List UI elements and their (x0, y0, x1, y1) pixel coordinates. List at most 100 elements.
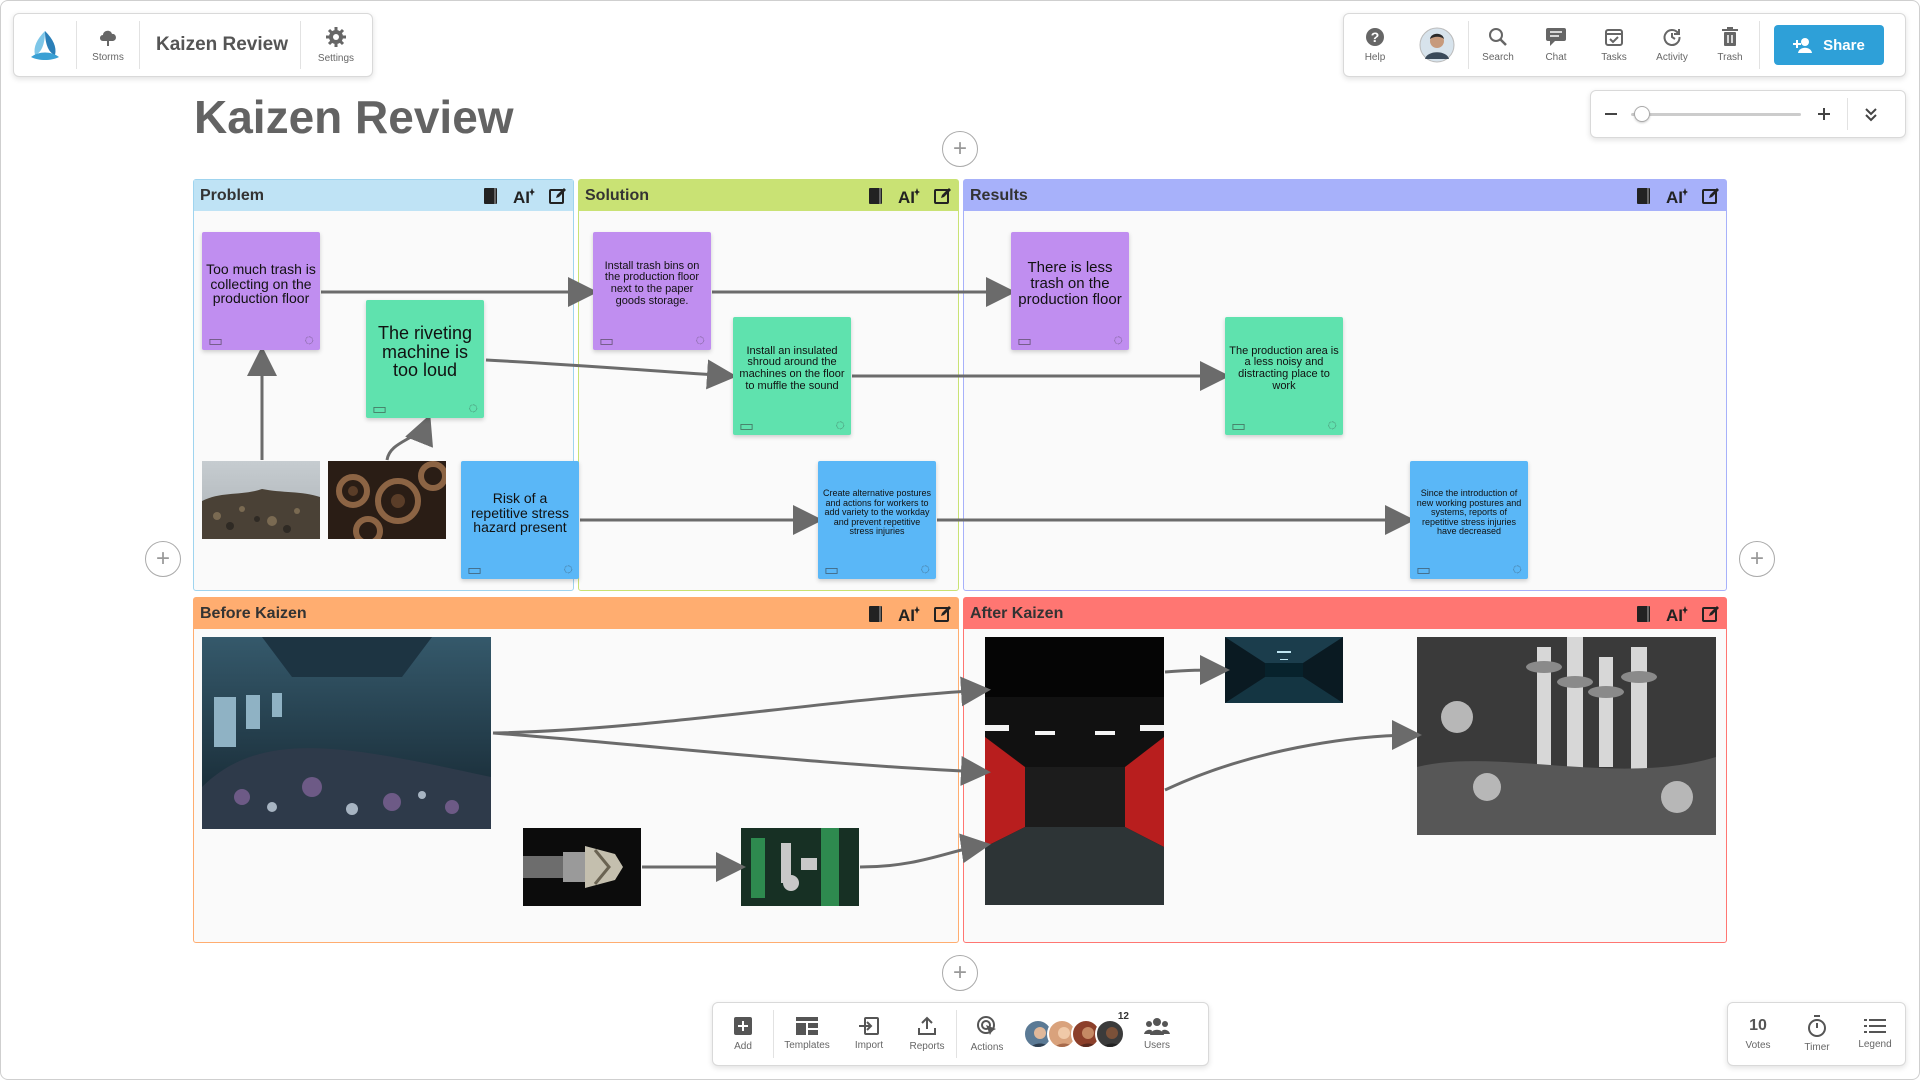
settings-button[interactable]: Settings (301, 14, 371, 76)
sticky-note[interactable]: Since the introduction of new working po… (1410, 461, 1528, 579)
gears-photo[interactable] (328, 461, 446, 539)
ai-icon[interactable]: AI (898, 187, 920, 205)
svg-text:AI: AI (1666, 606, 1683, 623)
zoom-slider-handle[interactable] (1634, 106, 1651, 122)
edit-icon[interactable] (549, 187, 567, 205)
gear-icon (326, 27, 346, 47)
add-section-top-button[interactable]: + (942, 131, 978, 167)
book-icon[interactable] (1636, 605, 1652, 623)
subway-corridor-photo[interactable] (985, 637, 1164, 905)
check-circle-icon[interactable]: ◌ (1327, 417, 1337, 434)
storms-button[interactable]: Storms (77, 14, 139, 76)
ai-icon[interactable]: AI (513, 187, 535, 205)
section-title: Problem (200, 186, 265, 204)
comment-icon[interactable]: ▭ (824, 562, 840, 579)
sticky-note[interactable]: There is less trash on the production fl… (1011, 232, 1129, 350)
templates-button[interactable]: Templates (774, 1003, 840, 1065)
book-icon[interactable] (868, 605, 884, 623)
share-label: Share (1823, 36, 1865, 54)
machinery-photo[interactable] (741, 828, 859, 906)
sticky-note[interactable]: Risk of a repetitive stress hazard prese… (461, 461, 579, 579)
check-circle-icon[interactable]: ◌ (304, 332, 314, 349)
ai-icon[interactable]: AI (1666, 605, 1688, 623)
check-circle-icon[interactable]: ◌ (920, 561, 930, 578)
separator (956, 1010, 957, 1058)
ai-icon[interactable]: AI (898, 605, 920, 623)
zoom-in-button[interactable] (1801, 107, 1847, 121)
zoom-out-button[interactable] (1591, 107, 1631, 121)
check-circle-icon[interactable]: ◌ (1512, 561, 1522, 578)
comment-icon[interactable]: ▭ (1416, 562, 1432, 579)
search-button[interactable]: Search (1469, 14, 1527, 76)
minus-icon (1605, 113, 1617, 115)
comment-icon[interactable]: ▭ (372, 401, 388, 418)
add-section-left-button[interactable]: + (145, 541, 181, 577)
comment-icon[interactable]: ▭ (208, 333, 224, 350)
logo-button[interactable] (14, 14, 76, 76)
import-button[interactable]: Import (840, 1003, 898, 1065)
comment-icon[interactable]: ▭ (1231, 418, 1247, 435)
trash-pile-photo[interactable] (202, 461, 320, 539)
sticky-note[interactable]: Install an insulated shroud around the m… (733, 317, 851, 435)
note-footer: ▭◌ (366, 400, 484, 418)
collaborator-avatars[interactable]: 12 (1017, 1011, 1129, 1049)
activity-button[interactable]: Activity (1643, 14, 1701, 76)
top-right-toolbar: ? Help Search Chat Tasks Activity Trash … (1343, 13, 1906, 77)
comment-icon[interactable]: ▭ (739, 418, 755, 435)
double-chevron-down-icon (1865, 108, 1877, 122)
add-section-bottom-button[interactable]: + (942, 955, 978, 991)
help-button[interactable]: ? Help (1344, 14, 1406, 76)
legend-label: Legend (1858, 1039, 1892, 1050)
comment-icon[interactable]: ▭ (1017, 333, 1033, 350)
actions-button[interactable]: Actions (957, 1003, 1017, 1065)
profile-avatar-button[interactable] (1406, 14, 1468, 76)
timer-button[interactable]: Timer (1788, 1003, 1846, 1065)
book-icon[interactable] (868, 187, 884, 205)
check-circle-icon[interactable]: ◌ (468, 400, 478, 417)
zoom-slider[interactable] (1631, 104, 1801, 124)
trash-button[interactable]: Trash (1701, 14, 1759, 76)
sticky-note[interactable]: Too much trash is collecting on the prod… (202, 232, 320, 350)
add-button[interactable]: Add (713, 1003, 773, 1065)
teal-tunnel-photo[interactable] (1225, 637, 1343, 703)
reports-button[interactable]: Reports (898, 1003, 956, 1065)
legend-button[interactable]: Legend (1846, 1003, 1904, 1065)
sticky-note[interactable]: The riveting machine is too loud ▭◌ (366, 300, 484, 418)
board-title[interactable]: Kaizen Review (156, 34, 288, 55)
abandoned-factory-photo[interactable] (202, 637, 491, 829)
check-circle-icon[interactable]: ◌ (1113, 332, 1123, 349)
book-icon[interactable] (1636, 187, 1652, 205)
share-button[interactable]: Share (1774, 25, 1884, 65)
chat-button[interactable]: Chat (1527, 14, 1585, 76)
check-circle-icon[interactable]: ◌ (695, 332, 705, 349)
check-circle-icon[interactable]: ◌ (563, 561, 573, 578)
comment-icon[interactable]: ▭ (467, 562, 483, 579)
book-icon[interactable] (483, 187, 499, 205)
import-label: Import (854, 1040, 884, 1051)
svg-text:AI: AI (513, 188, 530, 205)
sticky-note[interactable]: The production area is a less noisy and … (1225, 317, 1343, 435)
drill-bit-photo[interactable] (523, 828, 641, 906)
settings-label: Settings (317, 53, 355, 64)
cloud-icon (100, 30, 116, 46)
svg-text:AI: AI (1666, 188, 1683, 205)
votes-button[interactable]: 10 Votes (1728, 1003, 1788, 1065)
ai-icon[interactable]: AI (1666, 187, 1688, 205)
engine-parts-photo[interactable] (1417, 637, 1716, 835)
comment-icon[interactable]: ▭ (599, 333, 615, 350)
chat-label: Chat (1545, 52, 1567, 63)
note-text: Install an insulated shroud around the m… (739, 344, 845, 392)
check-circle-icon[interactable]: ◌ (835, 417, 845, 434)
edit-icon[interactable] (934, 605, 952, 623)
add-section-right-button[interactable]: + (1739, 541, 1775, 577)
edit-icon[interactable] (1702, 187, 1720, 205)
collapse-button[interactable] (1848, 106, 1894, 122)
sticky-note[interactable]: Create alternative postures and actions … (818, 461, 936, 579)
sticky-note[interactable]: Install trash bins on the production flo… (593, 232, 711, 350)
note-text: Too much trash is collecting on the prod… (206, 260, 316, 307)
users-button[interactable]: Users (1125, 1003, 1189, 1065)
avatar (1095, 1019, 1125, 1049)
edit-icon[interactable] (1702, 605, 1720, 623)
tasks-button[interactable]: Tasks (1585, 14, 1643, 76)
edit-icon[interactable] (934, 187, 952, 205)
